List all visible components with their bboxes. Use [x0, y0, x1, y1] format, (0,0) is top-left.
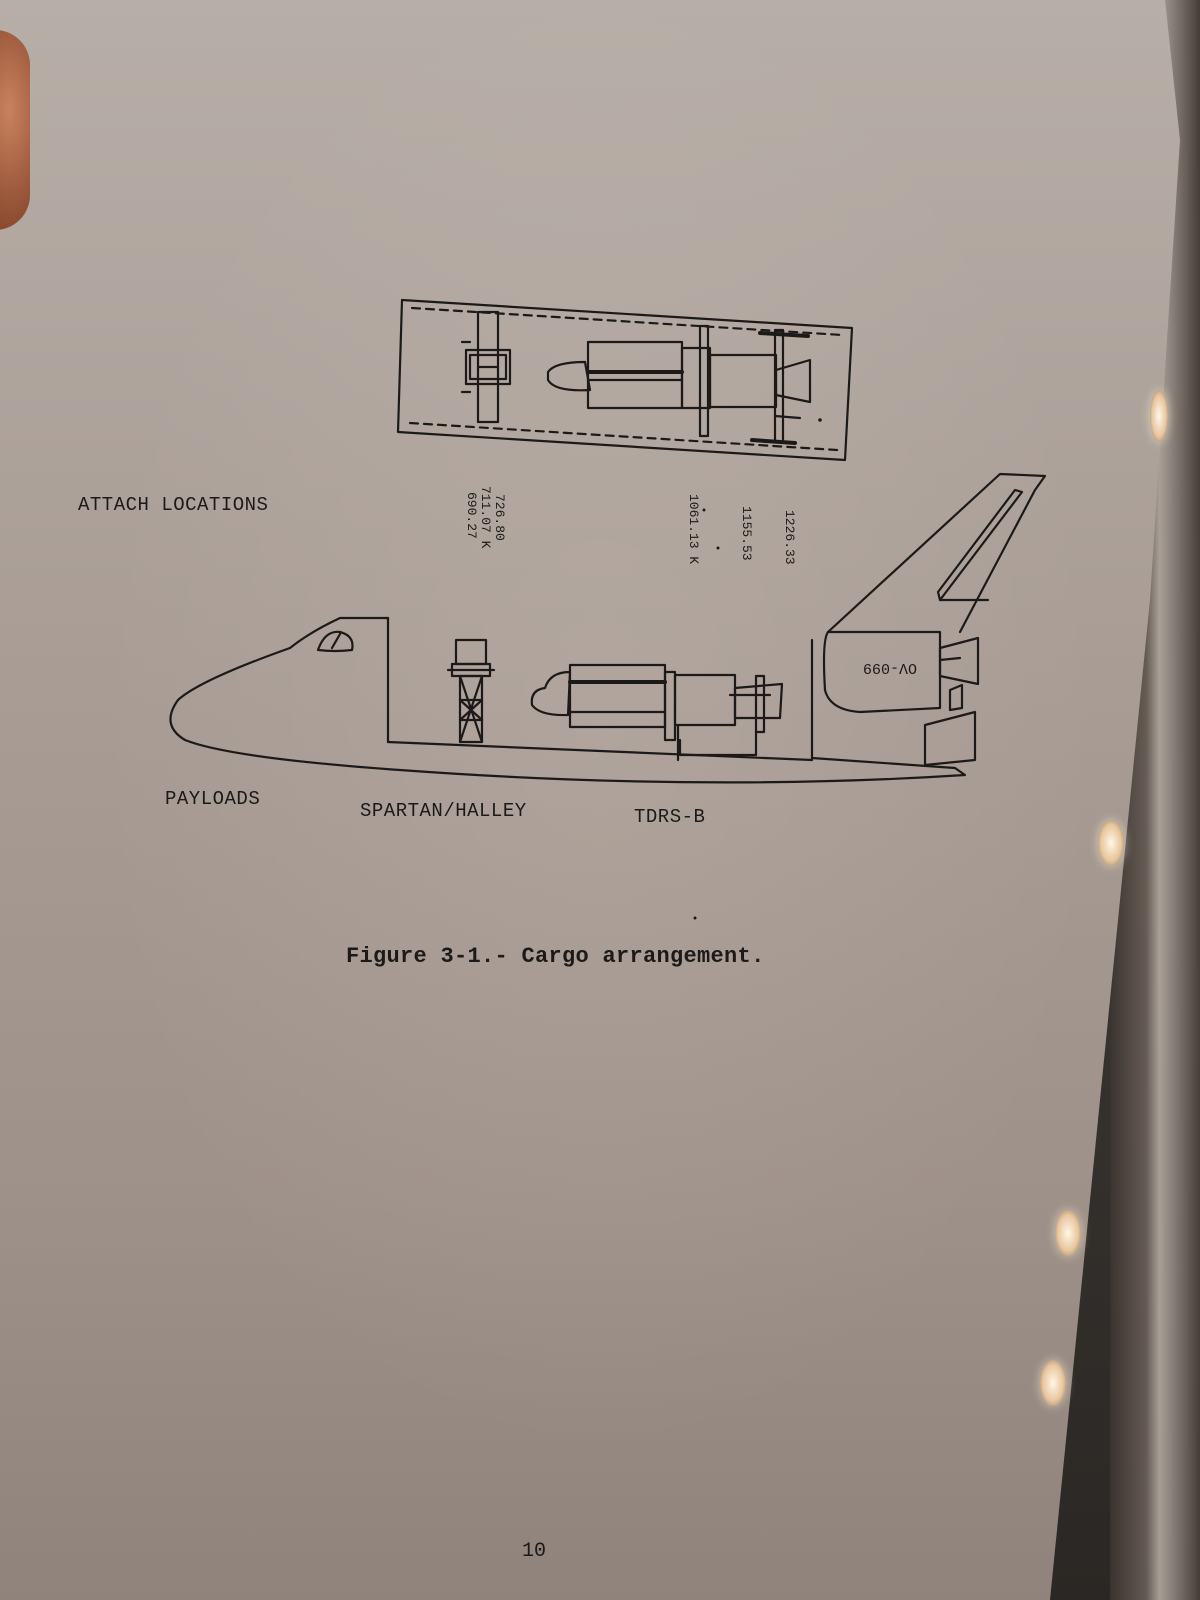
finger — [0, 30, 30, 230]
payload-bay-top-view — [396, 298, 854, 462]
orbiter-label: OV-099 — [862, 659, 917, 676]
binder-hole — [1098, 820, 1124, 866]
binder-hole — [1040, 1360, 1066, 1406]
spartan-top-view — [460, 310, 512, 424]
tdrs-b-label: TDRS-B — [634, 806, 706, 828]
attach-value-711: 711.07 K — [478, 486, 493, 549]
oms-pod — [822, 630, 942, 714]
attach-value-1061: 1061.13 K — [686, 494, 701, 565]
main-engines — [923, 636, 980, 767]
attach-value-690: 690.27 — [464, 492, 479, 539]
attach-value-1155: 1155.53 — [739, 506, 754, 561]
vertical-tail — [826, 472, 1047, 634]
page-number: 10 — [522, 1540, 547, 1563]
tdrs-top-view — [546, 324, 812, 445]
payloads-label: PAYLOADS — [165, 788, 261, 810]
orbiter-fuselage — [169, 616, 967, 784]
bay-floor — [386, 740, 814, 762]
tdrs-side-view — [530, 663, 784, 762]
binder-hole — [1150, 390, 1168, 442]
tail-rudder — [936, 488, 1024, 602]
bay-dashed-bottom — [408, 421, 839, 452]
attach-locations-label: ATTACH LOCATIONS — [78, 494, 269, 516]
attach-value-726: 726.80 — [492, 494, 507, 541]
spartan-halley-label: SPARTAN/HALLEY — [360, 800, 527, 822]
figure-caption: Figure 3-1.- Cargo arrangement. — [346, 944, 765, 969]
cockpit-windows — [316, 630, 354, 653]
attach-value-1226: 1226.33 — [782, 510, 797, 565]
orbiter-side-view — [169, 472, 1047, 784]
payload-bay-outline — [396, 298, 854, 462]
binder-hole — [1055, 1210, 1081, 1256]
spartan-side-view — [446, 638, 496, 744]
